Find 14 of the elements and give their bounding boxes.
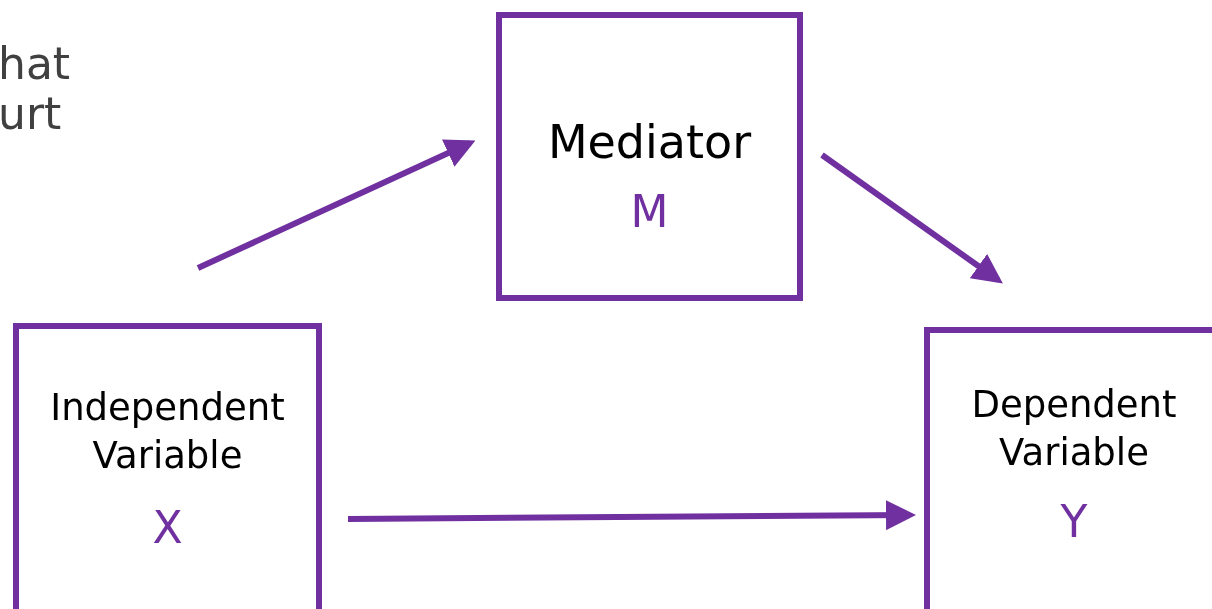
variable-symbol: X (151, 501, 184, 555)
arrow (347, 500, 916, 531)
cut-off-text: hat (0, 42, 71, 86)
arrow (820, 152, 1003, 284)
variable-name: Dependent Variable (970, 382, 1178, 477)
variable-name: Independent Variable (49, 385, 286, 480)
variable-symbol: M (629, 185, 670, 239)
variable-name: Mediator (546, 114, 753, 171)
variable-box (496, 12, 803, 301)
variable-box (13, 323, 322, 609)
variable-box (924, 327, 1212, 609)
arrow (196, 139, 476, 271)
variable-symbol: Y (1059, 495, 1089, 549)
cut-off-text: urt (0, 92, 62, 136)
